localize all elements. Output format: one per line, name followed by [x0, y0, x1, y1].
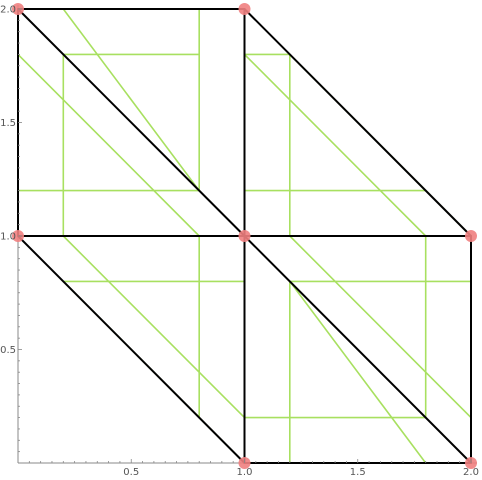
- green-segment: [62, 8, 200, 192]
- point-markers: [12, 3, 477, 469]
- x-tick-label: 0.5: [123, 467, 139, 478]
- data-point: [238, 3, 251, 15]
- black-segment: [17, 8, 246, 237]
- y-tick-label: 0.5: [0, 345, 16, 356]
- y-tick-label: 2.0: [0, 5, 16, 16]
- x-tick-label: 2.0: [463, 467, 479, 478]
- y-tick-label: 1.5: [0, 118, 16, 129]
- data-point: [465, 230, 477, 242]
- x-tick-label: 1.0: [237, 467, 253, 478]
- data-point: [238, 230, 251, 242]
- black-segment: [243, 8, 472, 237]
- green-segment: [288, 235, 472, 419]
- green-segment: [243, 53, 427, 237]
- tick-labels: 0.5 1.0 1.5 2.0 0.5 1.0 1.5 2.0: [0, 5, 479, 479]
- y-tick-label: 1.0: [0, 232, 16, 243]
- green-segment: [288, 280, 427, 464]
- green-segment: [62, 235, 246, 419]
- green-segment: [17, 53, 200, 237]
- black-segment: [243, 235, 472, 464]
- black-segment: [17, 235, 246, 464]
- x-tick-label: 1.5: [350, 467, 366, 478]
